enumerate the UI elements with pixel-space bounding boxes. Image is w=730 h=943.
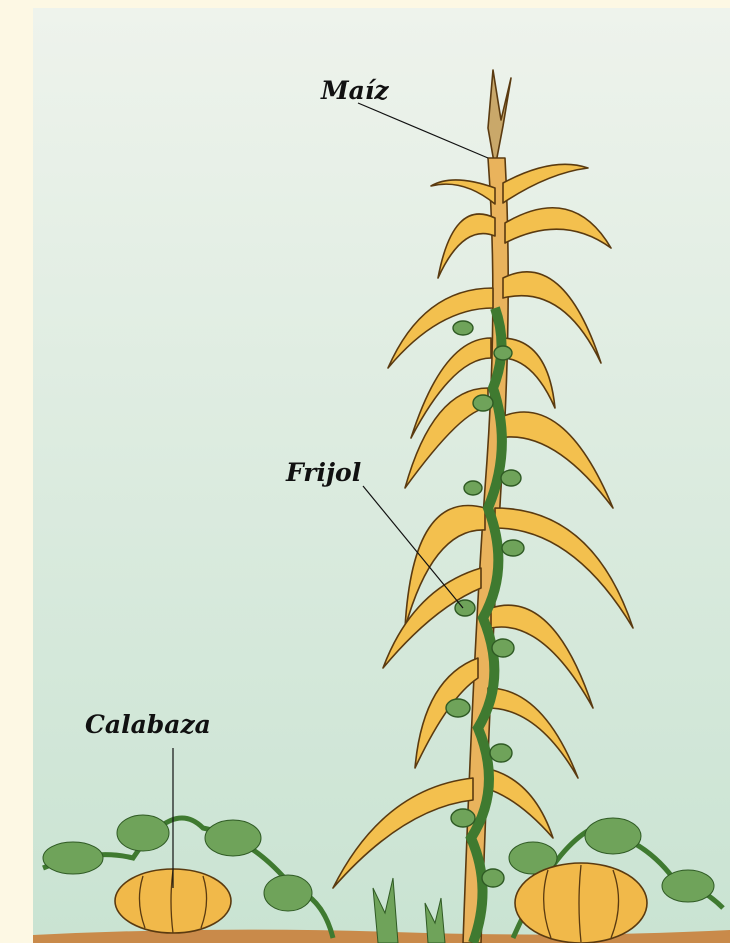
bean-leaf — [494, 346, 512, 360]
milpa-illustration — [33, 8, 730, 943]
label-calabaza: Calabaza — [85, 712, 211, 737]
bean-leaf — [453, 321, 473, 335]
bean-leaf — [492, 639, 514, 657]
bean-leaf — [482, 869, 504, 887]
squash-leaf — [264, 875, 312, 911]
squash-leaf — [585, 818, 641, 854]
bean-leaf — [490, 744, 512, 762]
label-maiz: Maíz — [321, 78, 389, 103]
label-frijol: Frijol — [286, 460, 361, 485]
illustration-panel: Maíz Frijol Calabaza — [33, 8, 730, 943]
squash-leaf — [205, 820, 261, 856]
bean-leaf — [502, 540, 524, 556]
bean-leaf — [451, 809, 475, 827]
squash-leaf — [43, 842, 103, 874]
bean-leaf — [473, 395, 493, 411]
bean-leaf — [446, 699, 470, 717]
sky-background — [33, 8, 730, 943]
squash-fruit — [515, 863, 647, 943]
squash-leaf — [117, 815, 169, 851]
bean-leaf — [501, 470, 521, 486]
bean-leaf — [464, 481, 482, 495]
squash-leaf — [662, 870, 714, 902]
